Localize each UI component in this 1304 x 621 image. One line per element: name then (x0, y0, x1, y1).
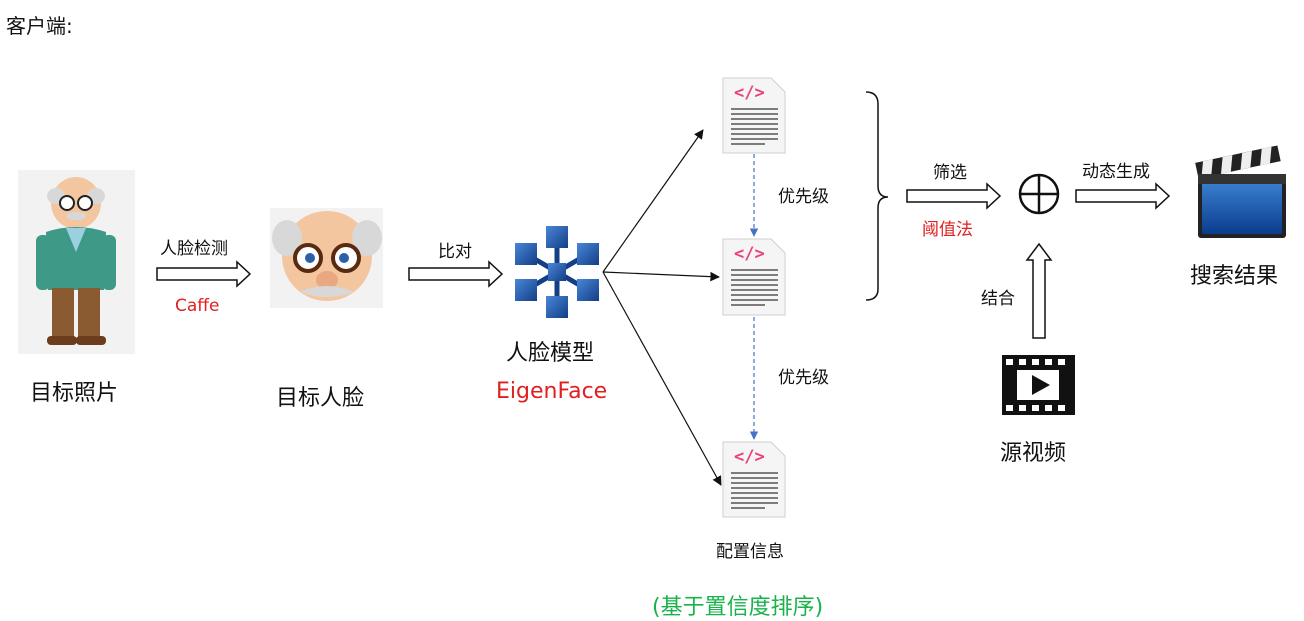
code-file-icon: </> (722, 77, 786, 154)
clapperboard-icon (1195, 145, 1286, 238)
edge-label-face-detect: 人脸检测 (160, 239, 228, 259)
code-file-icon: </> (722, 441, 786, 518)
edge-label-threshold: 阈值法 (922, 220, 973, 240)
edge-label-compare: 比对 (438, 242, 472, 262)
edge-label-filter: 筛选 (933, 163, 967, 183)
node-label-target-photo: 目标照片 (30, 381, 119, 406)
video-icon (1002, 355, 1075, 415)
svg-text:</>: </> (734, 447, 765, 467)
label-eigenface: EigenFace (496, 379, 608, 404)
svg-text:</>: </> (734, 244, 765, 264)
node-label-target-face: 目标人脸 (276, 386, 365, 411)
edge-label-caffe: Caffe (175, 296, 220, 316)
node-label-source-video: 源视频 (1000, 441, 1067, 466)
footer-note: (基于置信度排序) (652, 595, 824, 620)
edge-label-priority-2: 优先级 (778, 368, 829, 388)
hollow-arrow (408, 260, 504, 288)
edge-label-combine: 结合 (981, 289, 1015, 309)
network-model-icon (515, 226, 599, 318)
model-to-file-arrows (602, 129, 722, 486)
hollow-arrow-up (1025, 242, 1053, 339)
xor-plus-icon (1018, 173, 1060, 215)
hollow-arrow (1075, 182, 1171, 210)
svg-text:</>: </> (734, 83, 765, 103)
node-label-config-info: 配置信息 (716, 542, 784, 562)
hollow-arrow (906, 182, 1002, 210)
node-label-face-model: 人脸模型 (506, 341, 595, 366)
page-title: 客户端: (6, 14, 73, 38)
edge-label-dynamic-gen: 动态生成 (1082, 162, 1150, 182)
node-label-search-result: 搜索结果 (1190, 264, 1279, 289)
code-file-icon: </> (722, 238, 786, 316)
edge-label-priority-1: 优先级 (778, 187, 829, 207)
right-brace (865, 91, 889, 301)
old-man-full-icon (18, 170, 135, 354)
old-man-face-icon (270, 208, 383, 308)
hollow-arrow (156, 260, 252, 288)
